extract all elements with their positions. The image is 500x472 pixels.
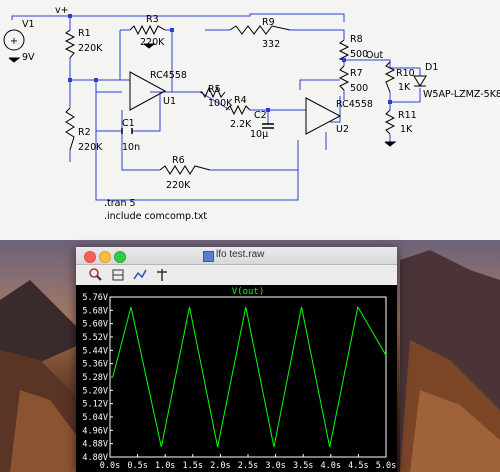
schematic-canvas[interactable]: + V1 9V v+ R1 220K R2 220K R3 220K R9 xyxy=(0,0,500,240)
y-tick-label: 4.80V xyxy=(82,453,108,463)
y-tick-label: 5.68V xyxy=(82,306,108,316)
label-r5: R5 xyxy=(208,84,221,95)
zoom-button[interactable] xyxy=(114,251,126,263)
pan-icon[interactable] xyxy=(110,267,126,283)
x-tick-label: 2.5s xyxy=(238,461,258,471)
label-r1: R1 xyxy=(78,28,91,39)
window-title: lfo test.raw xyxy=(216,249,265,260)
svg-text:+: + xyxy=(10,36,18,47)
trace-line xyxy=(110,305,387,448)
x-tick-label: 0.0s xyxy=(100,461,120,471)
x-tick-label: 2.0s xyxy=(210,461,230,471)
y-tick-label: 5.44V xyxy=(82,346,108,356)
window-titlebar[interactable]: lfo test.raw xyxy=(76,247,397,265)
y-tick-label: 5.28V xyxy=(82,373,108,383)
y-tick-label: 5.20V xyxy=(82,386,108,396)
label-r5-value: 100K xyxy=(208,98,233,109)
label-r11-value: 1K xyxy=(400,124,413,135)
y-tick-label: 5.12V xyxy=(82,400,108,410)
label-c2-value: 10µ xyxy=(250,129,268,140)
label-r9: R9 xyxy=(262,17,275,28)
label-vplus: v+ xyxy=(55,5,69,16)
plot-toolbar xyxy=(76,265,397,285)
zoom-icon[interactable] xyxy=(88,267,104,283)
waveform-window[interactable]: lfo test.raw V(out) 5.76V 5.68V 5.60V 5.52V 5… xyxy=(76,247,397,472)
autoscale-icon[interactable] xyxy=(132,267,148,283)
label-r4-value: 2.2K xyxy=(230,119,252,130)
file-icon xyxy=(203,251,214,262)
label-r7-value: 500 xyxy=(350,83,368,94)
spice-directive-tran[interactable]: .tran 5 xyxy=(104,198,136,209)
label-r8-value: 500 xyxy=(350,49,368,60)
y-tick-label: 5.52V xyxy=(82,333,108,343)
label-r10-value: 1K xyxy=(398,82,411,93)
label-c1-value: 10n xyxy=(122,142,140,153)
probe-icon[interactable] xyxy=(154,267,170,283)
label-r1-value: 220K xyxy=(78,43,103,54)
trace-title: V(out) xyxy=(232,287,265,297)
y-tick-label: 5.60V xyxy=(82,320,108,330)
label-r7: R7 xyxy=(350,68,363,79)
x-tick-label: 1.0s xyxy=(155,461,175,471)
x-tick-label: 4.5s xyxy=(348,461,368,471)
label-r3-value: 220K xyxy=(140,37,165,48)
label-r10: R10 xyxy=(396,68,415,79)
label-c1: C1 xyxy=(122,118,135,129)
label-r3: R3 xyxy=(146,14,159,25)
label-u2: U2 xyxy=(336,124,349,135)
x-tick-label: 3.5s xyxy=(293,461,313,471)
label-d1: D1 xyxy=(425,62,438,73)
x-tick-label: 0.5s xyxy=(127,461,147,471)
y-tick-label: 5.04V xyxy=(82,413,108,423)
label-r8: R8 xyxy=(350,34,363,45)
label-out: Out xyxy=(366,50,383,61)
y-tick-label: 4.88V xyxy=(82,440,108,450)
label-r2-value: 220K xyxy=(78,142,103,153)
close-button[interactable] xyxy=(84,251,96,263)
label-u1-model: RC4558 xyxy=(150,70,187,81)
label-c2: C2 xyxy=(254,110,267,121)
label-d1-value: W5AP-LZMZ-5K8L xyxy=(423,89,500,100)
x-tick-label: 5.0s xyxy=(376,461,396,471)
schematic-drawing: + V1 9V v+ R1 220K R2 220K R3 220K R9 xyxy=(3,5,500,222)
label-r6-value: 220K xyxy=(166,180,191,191)
label-r9-value: 332 xyxy=(262,39,280,50)
label-u2-model: RC4558 xyxy=(336,99,373,110)
label-r11: R11 xyxy=(398,110,417,121)
y-tick-label: 5.76V xyxy=(82,293,108,303)
plot-pane[interactable]: V(out) 5.76V 5.68V 5.60V 5.52V 5.44V 5.36V 5.28… xyxy=(76,285,397,472)
label-v1: V1 xyxy=(22,19,35,30)
x-tick-label: 3.0s xyxy=(265,461,285,471)
mountain-wallpaper-image xyxy=(0,250,500,472)
minimize-button[interactable] xyxy=(99,251,111,263)
label-r2: R2 xyxy=(78,127,91,138)
label-u1: U1 xyxy=(163,96,176,107)
x-tick-label: 1.5s xyxy=(183,461,203,471)
label-r6: R6 xyxy=(172,155,185,166)
label-v1-value: 9V xyxy=(22,52,35,63)
label-r4: R4 xyxy=(234,95,247,106)
spice-directive-include[interactable]: .include comcomp.txt xyxy=(104,211,207,222)
y-tick-label: 4.96V xyxy=(82,426,108,436)
x-tick-label: 4.0s xyxy=(321,461,341,471)
waveform-chart[interactable]: V(out) 5.76V 5.68V 5.60V 5.52V 5.44V 5.36V 5.28… xyxy=(76,285,397,472)
plot-frame xyxy=(109,296,387,458)
y-tick-label: 5.36V xyxy=(82,360,108,370)
